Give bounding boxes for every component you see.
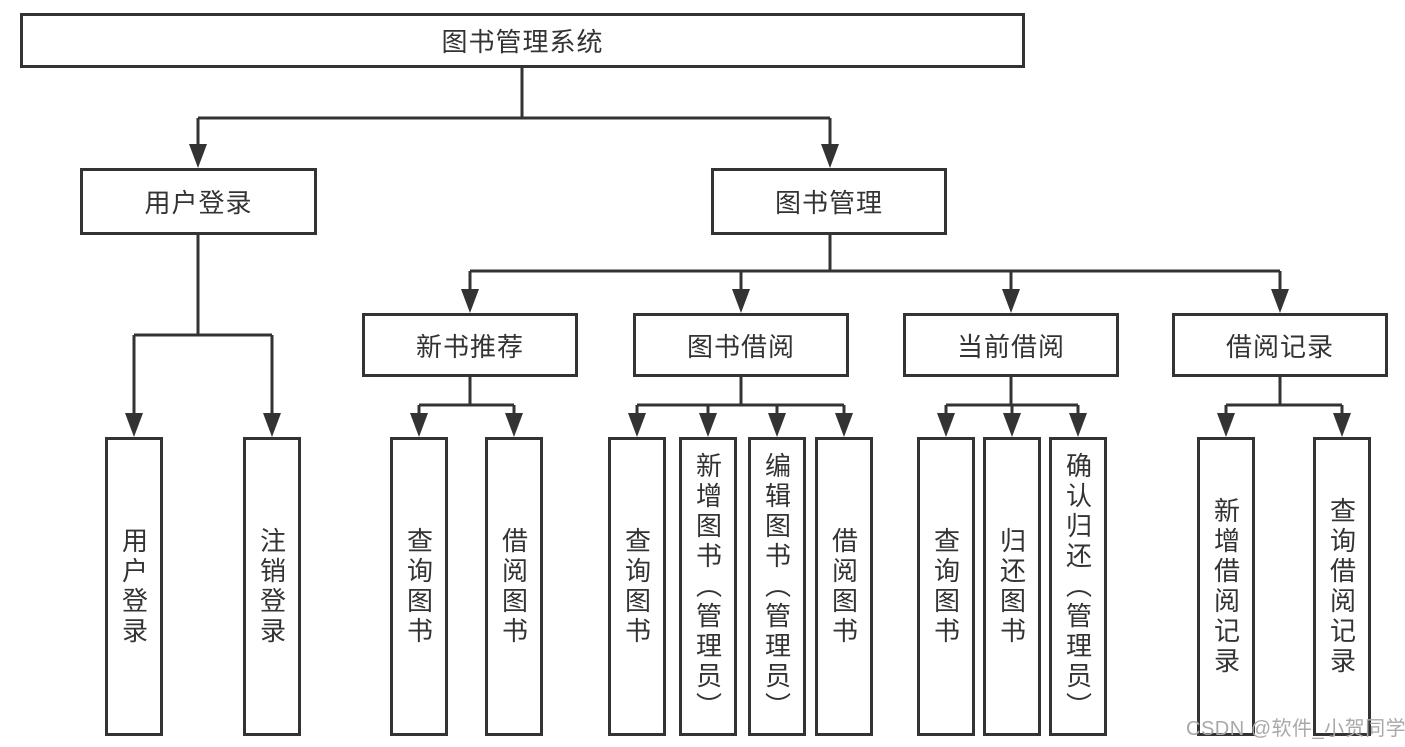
node-current-borrowing: 当前借阅 (903, 313, 1119, 377)
node-label: 图书管理系统 (441, 27, 604, 57)
node-book-borrowing: 图书借阅 (633, 313, 849, 377)
node-label: 编辑图书（管理员） (761, 451, 792, 722)
node-label: 图书管理 (774, 188, 883, 218)
leaf-add-book-admin: 新增图书（管理员） (679, 437, 737, 736)
leaf-return-book: 归还图书 (983, 437, 1041, 736)
node-label: 查询图书 (621, 526, 652, 647)
leaf-borrow-books: 借阅图书 (815, 437, 873, 736)
node-label: 查询借阅记录 (1326, 496, 1357, 677)
node-new-book-recommendation: 新书推荐 (362, 313, 578, 377)
node-borrowing-records: 借阅记录 (1172, 313, 1388, 377)
leaf-add-borrow-record: 新增借阅记录 (1197, 437, 1255, 736)
leaf-query-books: 查询图书 (917, 437, 975, 736)
leaf-borrow-books: 借阅图书 (485, 437, 543, 736)
node-label: 借阅图书 (828, 526, 859, 647)
leaf-user-login: 用户登录 (105, 437, 163, 736)
node-label: 新书推荐 (415, 331, 524, 362)
node-label: 图书借阅 (686, 331, 795, 362)
node-label: 注销登录 (256, 526, 287, 647)
csdn-watermark: CSDN @软件_小贺同学 (1186, 718, 1405, 740)
node-book-management: 图书管理 (711, 168, 947, 235)
node-label: 用户登录 (118, 526, 149, 647)
leaf-confirm-return-admin: 确认归还（管理员） (1049, 437, 1107, 736)
arrowheads (125, 144, 1351, 437)
node-library-management-system: 图书管理系统 (20, 13, 1025, 68)
leaf-query-borrow-record: 查询借阅记录 (1313, 437, 1371, 736)
leaf-edit-book-admin: 编辑图书（管理员） (748, 437, 806, 736)
node-user-login: 用户登录 (80, 168, 317, 235)
node-label: 借阅图书 (498, 526, 529, 647)
node-label: 用户登录 (144, 188, 253, 218)
node-label: 查询图书 (930, 526, 961, 647)
node-label: 查询图书 (403, 526, 434, 647)
leaf-query-books: 查询图书 (608, 437, 666, 736)
node-label: 确认归还（管理员） (1062, 451, 1093, 722)
leaf-logout: 注销登录 (243, 437, 301, 736)
node-label: 新增借阅记录 (1210, 496, 1241, 677)
node-label: 当前借阅 (956, 331, 1065, 362)
node-label: 归还图书 (996, 526, 1027, 647)
node-label: 新增图书（管理员） (692, 451, 723, 722)
node-label: 借阅记录 (1225, 331, 1334, 362)
leaf-query-books: 查询图书 (390, 437, 448, 736)
